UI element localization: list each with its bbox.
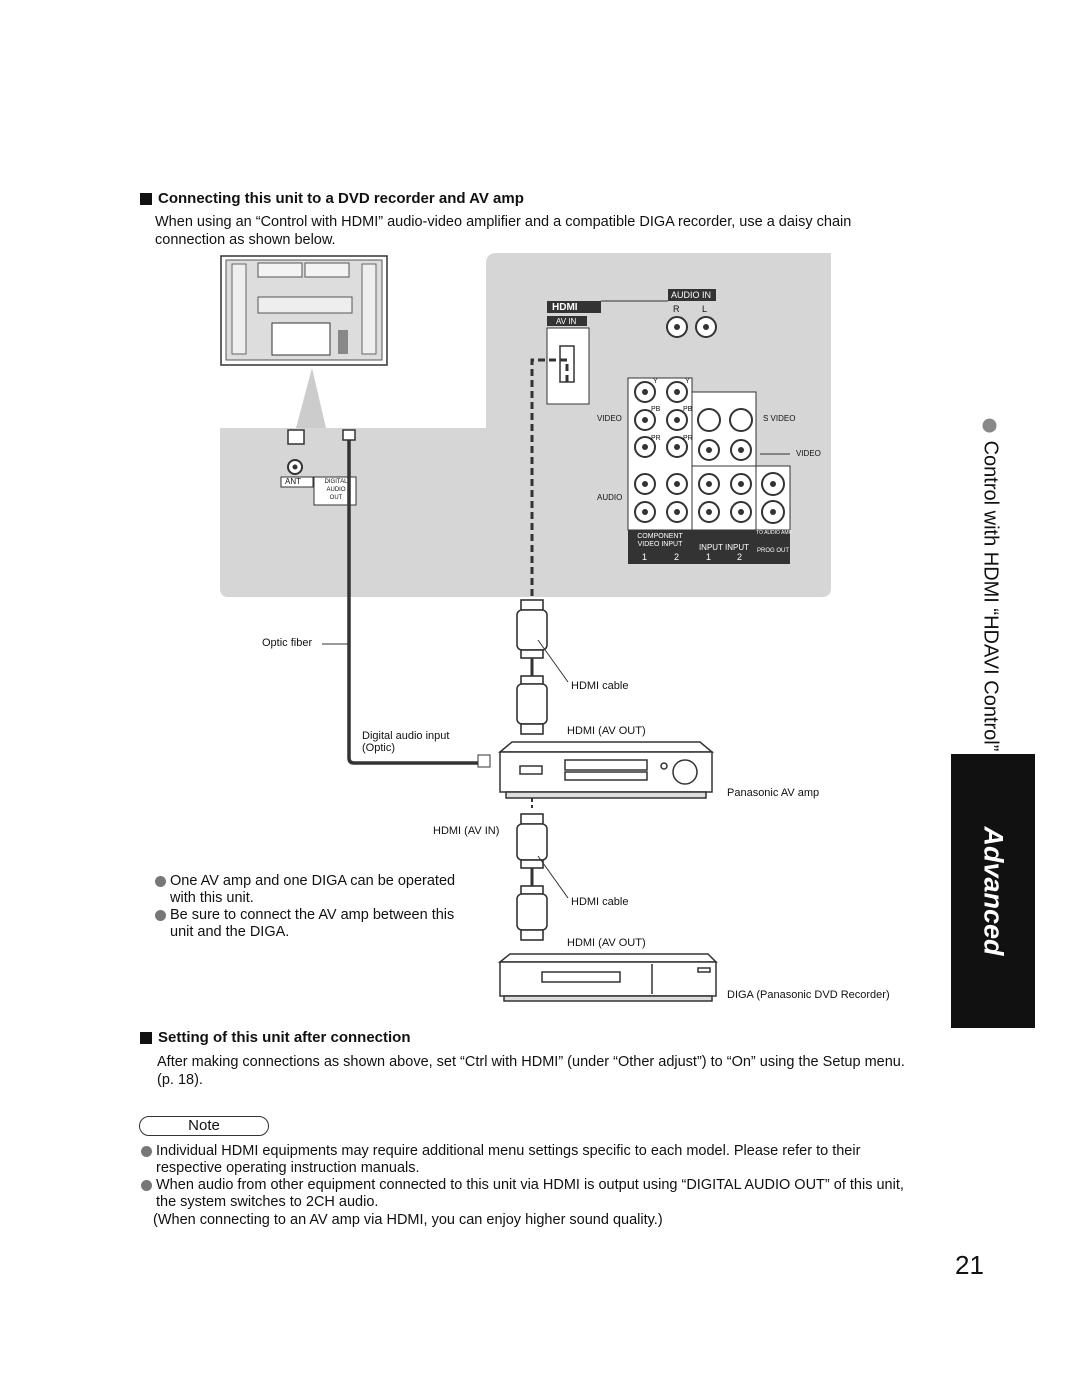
section-heading-text: Setting of this unit after connection	[158, 1029, 411, 1046]
audio-label-left: AUDIO	[597, 493, 623, 502]
pb-label-1: PB	[651, 406, 661, 413]
bullet-text: One AV amp and one DIGA can be operated …	[170, 873, 456, 906]
note-text: Individual HDMI equipments may require a…	[156, 1143, 861, 1176]
input-number-2: 2	[674, 552, 680, 562]
digital-audio-input-label: Digital audio input	[362, 730, 450, 742]
diga-label: DIGA (Panasonic DVD Recorder)	[727, 989, 890, 1001]
bullet-dot-icon	[141, 1146, 152, 1157]
hdmi-av-out-label-2: HDMI (AV OUT)	[567, 937, 646, 949]
pb-label-2: PB	[683, 406, 693, 413]
side-title-text: Control with HDMI “HDAVI Control”	[979, 440, 1002, 752]
note-item: When audio from other equipment connecte…	[141, 1177, 921, 1211]
audio-in-label: AUDIO IN	[671, 290, 712, 300]
out-label: OUT	[329, 495, 343, 501]
hdmi-cable-label-1: HDMI cable	[571, 680, 629, 692]
diagram-bullets: One AV amp and one DIGA can be operated …	[155, 873, 475, 941]
bullet-dot-icon	[141, 1180, 152, 1191]
to-audio-amp-label: TO AUDIO AMP	[756, 530, 792, 536]
bullet-text: Be sure to connect the AV amp between th…	[170, 907, 455, 940]
tv-rear-thumbnail	[220, 255, 388, 366]
section-heading-setting: Setting of this unit after connection	[140, 1029, 411, 1046]
hdmi-av-out-label-1: HDMI (AV OUT)	[567, 725, 646, 737]
prog-out-label: PROG OUT	[757, 548, 790, 554]
hdmi-plug-lower-1	[516, 675, 548, 735]
hdmi-plug-upper-1	[516, 599, 548, 659]
note-item: Individual HDMI equipments may require a…	[141, 1143, 921, 1177]
bullet-dot-icon	[155, 876, 166, 887]
input-number-1: 1	[642, 552, 648, 562]
video-label-right: VIDEO	[796, 449, 821, 458]
note-extra: (When connecting to an AV amp via HDMI, …	[153, 1212, 663, 1228]
panasonic-av-amp-label: Panasonic AV amp	[727, 787, 820, 799]
s-video-label: S VIDEO	[763, 414, 796, 423]
section-heading-connecting: Connecting this unit to a DVD recorder a…	[140, 190, 524, 207]
bullet-dot-icon	[155, 910, 166, 921]
av-jack-grid	[627, 377, 791, 564]
page-number: 21	[955, 1250, 984, 1280]
ant-label: ANT	[285, 477, 301, 486]
diga-recorder-illustration	[497, 953, 718, 1002]
hdmi-logo-label: HDMI	[552, 302, 578, 313]
section-heading-text: Connecting this unit to a DVD recorder a…	[158, 190, 524, 207]
input-input-label: INPUT INPUT	[698, 543, 750, 552]
video-label-left: VIDEO	[597, 414, 622, 423]
note-list: Individual HDMI equipments may require a…	[141, 1143, 921, 1229]
av-amp-illustration	[497, 741, 715, 799]
y-label-1: Y	[653, 378, 658, 385]
bullet-item: One AV amp and one DIGA can be operated …	[155, 873, 475, 907]
hdmi-plug-upper-2	[516, 813, 548, 869]
advanced-tab: Advanced	[951, 754, 1035, 1028]
pr-label-1: PR	[651, 435, 661, 442]
audio-r-label: R	[673, 304, 680, 314]
input-number-4: 2	[737, 552, 743, 562]
audio-l-label: L	[702, 304, 708, 314]
hdmi-cable-label-2: HDMI cable	[571, 896, 629, 908]
pr-label-2: PR	[683, 435, 693, 442]
bullet-item: Be sure to connect the AV amp between th…	[155, 907, 475, 941]
digital-label: DIGITAL	[324, 479, 348, 485]
hdmi-av-in-label: HDMI (AV IN)	[433, 825, 500, 837]
note-text: When audio from other equipment connecte…	[156, 1177, 904, 1210]
section2-body: After making connections as shown above,…	[157, 1054, 905, 1088]
note-label: Note	[139, 1116, 269, 1136]
optic-fiber-label: Optic fiber	[262, 637, 313, 649]
component-video-input-label: COMPONENT VIDEO INPUT	[637, 533, 683, 548]
hdmi-plug-lower-2	[516, 885, 548, 941]
advanced-tab-text: Advanced	[978, 826, 1009, 956]
digital-audio-out-label: DIGITAL AUDIO OUT	[316, 478, 356, 502]
optic-label: (Optic)	[362, 742, 395, 754]
section-intro: When using an “Control with HDMI” audio-…	[155, 214, 852, 248]
av-in-label: AV IN	[556, 317, 577, 326]
square-bullet-icon	[140, 192, 152, 205]
y-label-2: Y	[685, 378, 690, 385]
side-title: Control with HDMI “HDAVI Control”	[975, 418, 1005, 752]
side-title-dot-icon	[983, 418, 997, 433]
zoom-wedge	[296, 368, 326, 428]
square-bullet-icon	[140, 1031, 152, 1044]
audio-small-label: AUDIO	[326, 487, 346, 493]
input-number-3: 1	[706, 552, 712, 562]
